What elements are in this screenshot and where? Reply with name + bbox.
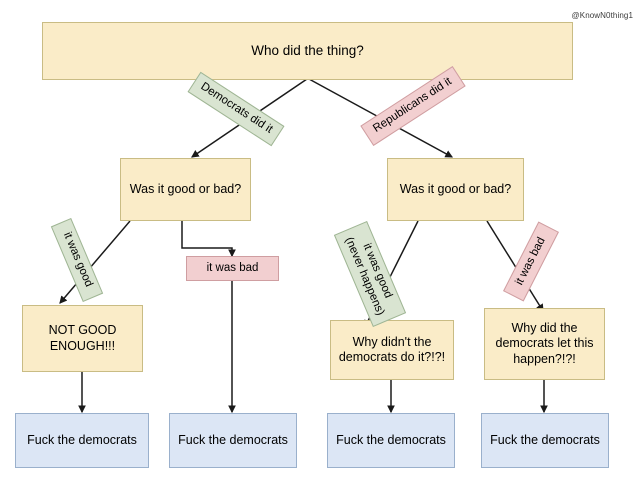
node-outcome-3[interactable]: Fuck the democrats — [327, 413, 455, 468]
edge-label-democrats-did-it: Democrats did it — [187, 71, 285, 147]
edge-label-left-it-was-good: it was good — [50, 217, 104, 303]
node-outcome-2[interactable]: Fuck the democrats — [169, 413, 297, 468]
node-why-did-democrats-let-this-happen[interactable]: Why did the democrats let this happen?!?… — [484, 308, 605, 380]
edge-label-left-it-was-bad: it was bad — [186, 256, 279, 281]
edge-label-right-it-was-bad: it was bad — [503, 221, 559, 302]
node-not-good-enough[interactable]: NOT GOOD ENOUGH!!! — [22, 305, 143, 372]
node-left-was-it-good-or-bad[interactable]: Was it good or bad? — [120, 158, 251, 221]
node-right-was-it-good-or-bad[interactable]: Was it good or bad? — [387, 158, 524, 221]
node-outcome-4[interactable]: Fuck the democrats — [481, 413, 609, 468]
node-outcome-1[interactable]: Fuck the democrats — [15, 413, 149, 468]
edge-left-question-to-outcome2 — [181, 221, 236, 258]
node-root-question[interactable]: Who did the thing? — [42, 22, 573, 80]
watermark-handle: @KnowN0thing1 — [571, 11, 633, 20]
node-why-didnt-democrats-do-it[interactable]: Why didn't the democrats do it?!?! — [330, 320, 454, 380]
edge-label-right-it-was-good-never-happens: it was good (never happens) — [333, 220, 407, 328]
